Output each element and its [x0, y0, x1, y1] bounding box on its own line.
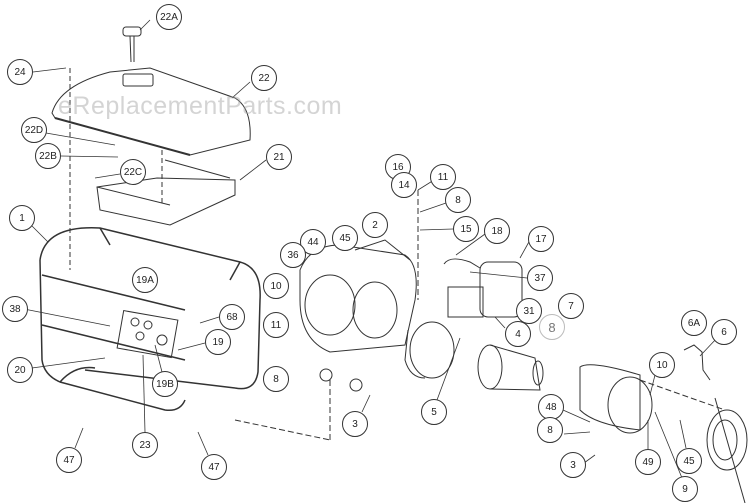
handle-6 [683, 344, 711, 381]
fan-housing [404, 321, 455, 379]
callout-11-engine[interactable]: 11 [263, 312, 289, 338]
fuel-cap-22a [122, 26, 142, 63]
callout-11-top[interactable]: 11 [430, 164, 456, 190]
callout-15[interactable]: 15 [453, 216, 479, 242]
callout-24[interactable]: 24 [7, 59, 33, 85]
callout-6a[interactable]: 6A [681, 310, 707, 336]
callout-31[interactable]: 31 [516, 298, 542, 324]
callout-18[interactable]: 18 [484, 218, 510, 244]
callout-47-left[interactable]: 47 [56, 447, 82, 473]
callout-1[interactable]: 1 [9, 205, 35, 231]
callout-8-rotor[interactable]: 8 [539, 314, 565, 340]
callout-22c[interactable]: 22C [120, 159, 146, 185]
rotor [477, 344, 544, 391]
callout-19a[interactable]: 19A [132, 267, 158, 293]
callout-22a[interactable]: 22A [156, 4, 182, 30]
callout-20[interactable]: 20 [7, 357, 33, 383]
callout-5[interactable]: 5 [421, 399, 447, 425]
callout-22[interactable]: 22 [251, 65, 277, 91]
callout-17[interactable]: 17 [528, 226, 554, 252]
callout-8-engine[interactable]: 8 [263, 366, 289, 392]
callout-6[interactable]: 6 [711, 319, 737, 345]
callout-14[interactable]: 14 [391, 172, 417, 198]
callout-7[interactable]: 7 [558, 293, 584, 319]
callout-49[interactable]: 49 [635, 449, 661, 475]
callout-44[interactable]: 44 [300, 229, 326, 255]
watermark: eReplacementParts.com [58, 92, 343, 120]
callout-2[interactable]: 2 [362, 212, 388, 238]
callout-10-engine[interactable]: 10 [263, 273, 289, 299]
callout-19[interactable]: 19 [205, 329, 231, 355]
callout-10-housing[interactable]: 10 [649, 352, 675, 378]
callout-19b[interactable]: 19B [152, 371, 178, 397]
callout-37[interactable]: 37 [527, 265, 553, 291]
fuel-tank-22 [51, 67, 251, 156]
end-cover [706, 409, 748, 471]
callout-36[interactable]: 36 [280, 242, 306, 268]
engine-2 [299, 239, 417, 353]
callout-3-engine[interactable]: 3 [342, 411, 368, 437]
callout-8-housing[interactable]: 8 [537, 417, 563, 443]
control-panel-19 [116, 310, 179, 359]
callout-23[interactable]: 23 [132, 432, 158, 458]
callout-9[interactable]: 9 [672, 476, 698, 502]
callout-47-right[interactable]: 47 [201, 454, 227, 480]
callout-45-engine[interactable]: 45 [332, 225, 358, 251]
callout-45-housing[interactable]: 45 [676, 448, 702, 474]
callout-3-housing[interactable]: 3 [560, 452, 586, 478]
callout-8-top[interactable]: 8 [445, 187, 471, 213]
callout-48[interactable]: 48 [538, 394, 564, 420]
callout-21[interactable]: 21 [266, 144, 292, 170]
callout-38[interactable]: 38 [2, 296, 28, 322]
callout-22b[interactable]: 22B [35, 143, 61, 169]
air-filter-17 [443, 258, 523, 318]
alternator-housing [579, 364, 653, 434]
callout-22d[interactable]: 22D [21, 117, 47, 143]
callout-4[interactable]: 4 [505, 321, 531, 347]
callout-68[interactable]: 68 [219, 304, 245, 330]
tray-21 [96, 177, 236, 226]
